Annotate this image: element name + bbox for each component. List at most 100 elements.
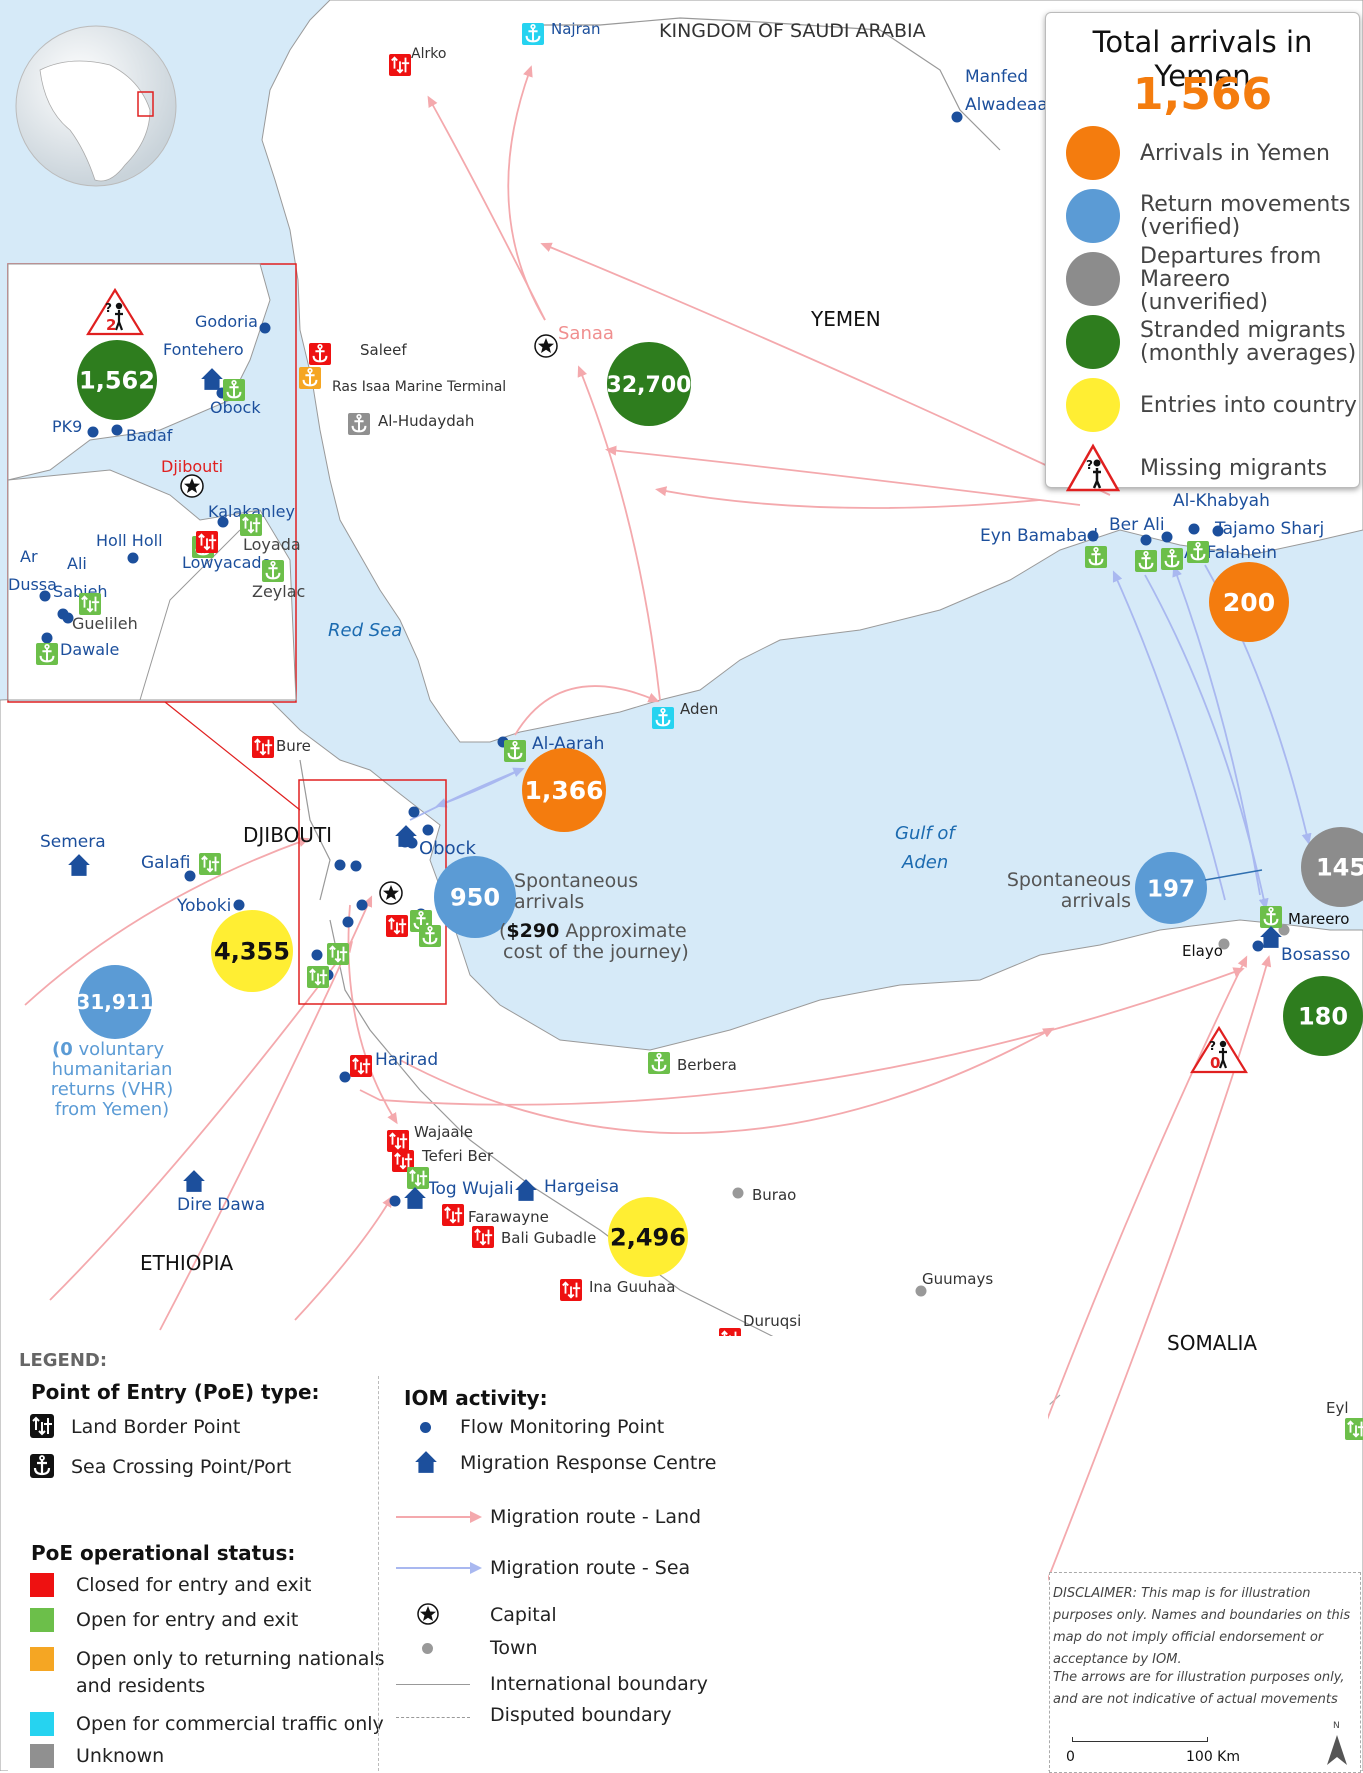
- sea-crossing-point-icon: [1085, 546, 1107, 568]
- bubble-obock-returns: [434, 856, 516, 938]
- bubble-value: 1,366: [524, 776, 603, 805]
- land-border-point-icon: [560, 1279, 582, 1301]
- place-label: Alrko: [411, 46, 446, 62]
- key-swatch-departures: [1066, 252, 1120, 306]
- missing-migrant-icon: ?2: [86, 287, 144, 336]
- inset-connector: [164, 701, 301, 811]
- town-marker: [915, 1285, 927, 1297]
- land-border-point-icon: [392, 1150, 414, 1172]
- bubble-value: 145: [1316, 854, 1363, 882]
- place-label: Alwadeaa: [965, 95, 1048, 115]
- key-label-stranded: Stranded migrants (monthly averages): [1140, 318, 1357, 366]
- legend-disputed-boundary: Disputed boundary: [490, 1704, 672, 1726]
- place-label: Manfed: [965, 67, 1028, 87]
- place-label: Guumays: [922, 1270, 993, 1288]
- place-label: Eyl: [1326, 1399, 1349, 1417]
- place-label: Ras Isaa Marine Terminal: [332, 379, 506, 395]
- globe-highlight-box: [137, 91, 154, 117]
- place-label: Ber Ali: [1109, 515, 1165, 535]
- scale-label: 100 Km: [1186, 1749, 1240, 1765]
- place-label: Fontehero: [163, 340, 244, 359]
- land-border-point-icon: [327, 943, 349, 965]
- key-row-departures: Departures from Mareero (unverified): [1066, 245, 1359, 314]
- flow-monitoring-point: [1161, 531, 1173, 543]
- key-row-arrivals: Arrivals in Yemen: [1066, 126, 1330, 180]
- international-boundary: [299, 759, 331, 901]
- flow-monitoring-point: [259, 322, 271, 334]
- svg-text:?: ?: [1209, 1039, 1216, 1053]
- place-label: Mareero: [1288, 910, 1349, 928]
- place-label: Badaf: [126, 426, 173, 445]
- place-label: Djibouti: [161, 457, 223, 476]
- place-label: Bali Gubadle: [501, 1229, 596, 1247]
- country-label: KINGDOM OF SAUDI ARABIA: [659, 20, 926, 42]
- place-label: Al-Khabyah: [1173, 491, 1270, 511]
- place-label: Al-Hudaydah: [378, 412, 474, 430]
- legend-route-sea: Migration route - Sea: [490, 1557, 691, 1579]
- legend-land-border: Land Border Point: [71, 1416, 241, 1438]
- country-label: SOMALIA: [1167, 1331, 1257, 1355]
- flow-monitoring-point: [87, 426, 99, 438]
- place-label: Ali: [67, 554, 87, 573]
- missing-count: 2: [106, 316, 116, 334]
- place-label: Guelileh: [72, 614, 138, 633]
- migration-route-land: [604, 445, 1081, 506]
- annotation-text: arrivals: [1061, 890, 1131, 912]
- sea-crossing-point-icon: [652, 707, 674, 729]
- returning-only-swatch: [30, 1647, 54, 1671]
- annotation-text: Spontaneous: [1007, 869, 1131, 891]
- place-label: Kalakanley: [208, 502, 295, 521]
- legend-returning-2: and residents: [76, 1675, 206, 1697]
- land-border-point-icon: [386, 915, 408, 937]
- migration-route-land: [999, 955, 1272, 1701]
- legend-fmp: Flow Monitoring Point: [460, 1416, 665, 1438]
- key-swatch-stranded: [1066, 315, 1120, 369]
- flow-monitoring-point: [389, 1195, 401, 1207]
- flow-monitoring-point: [422, 824, 434, 836]
- flow-monitoring-icon: [420, 1422, 431, 1433]
- sea-label: Gulf of: [895, 823, 957, 844]
- disputed-boundary-line-icon: [396, 1717, 470, 1718]
- flow-monitoring-point: [217, 516, 229, 528]
- land-border-point-icon: [350, 1055, 372, 1077]
- land-border-point-icon: [407, 1167, 429, 1189]
- capital-star-icon: [379, 881, 403, 905]
- migration-route-sea: [1112, 570, 1226, 901]
- place-label: Galafi: [141, 853, 190, 873]
- place-label: Holl Holl: [96, 531, 163, 550]
- migration-route-land: [655, 486, 1041, 509]
- key-label-entries: Entries into country: [1140, 392, 1357, 418]
- vhr-annotation: (0 voluntary: [52, 1039, 164, 1060]
- place-label: Loyada: [243, 535, 301, 554]
- sea-label: Aden: [901, 852, 948, 873]
- land-border-point-icon: [79, 593, 101, 615]
- migration-route-land: [577, 365, 661, 701]
- disclaimer-text: DISCLAIMER: This map is for illustration…: [1053, 1586, 1351, 1667]
- sea-crossing-point-icon: [262, 560, 284, 582]
- bubble-sanaa-stranded: [607, 342, 691, 426]
- flow-monitoring-point: [408, 806, 420, 818]
- legend-mrc: Migration Response Centre: [460, 1452, 717, 1474]
- land-border-point-icon: [472, 1226, 494, 1248]
- sea-crossing-point-icon: [36, 643, 58, 665]
- legend-poe-type-heading: Point of Entry (PoE) type:: [31, 1380, 320, 1404]
- legend-divider: [378, 1376, 379, 1771]
- flow-monitoring-point: [39, 590, 51, 602]
- globe-africa-shape: [39, 60, 151, 182]
- place-label: Duruqsi: [743, 1312, 801, 1330]
- bubble-value: 950: [450, 884, 500, 912]
- capital-star-icon: [180, 474, 204, 498]
- key-label-departures: Departures from Mareero (unverified): [1140, 243, 1322, 315]
- bubble-value: 4,355: [214, 938, 290, 966]
- place-label: Hargeisa: [544, 1177, 619, 1197]
- annotation-text: Spontaneous: [514, 870, 638, 892]
- closed-swatch: [30, 1573, 54, 1597]
- place-label: Obock: [419, 838, 477, 859]
- place-label: Godoria: [195, 312, 258, 331]
- sea-crossing-point-icon: [223, 379, 245, 401]
- annotation-text: cost of the journey): [503, 941, 689, 963]
- sea-crossing-point-icon: [309, 343, 331, 365]
- place-label: Burao: [752, 1186, 796, 1204]
- bubble-value: 31,911: [76, 990, 153, 1014]
- land-border-point-icon: [442, 1204, 464, 1226]
